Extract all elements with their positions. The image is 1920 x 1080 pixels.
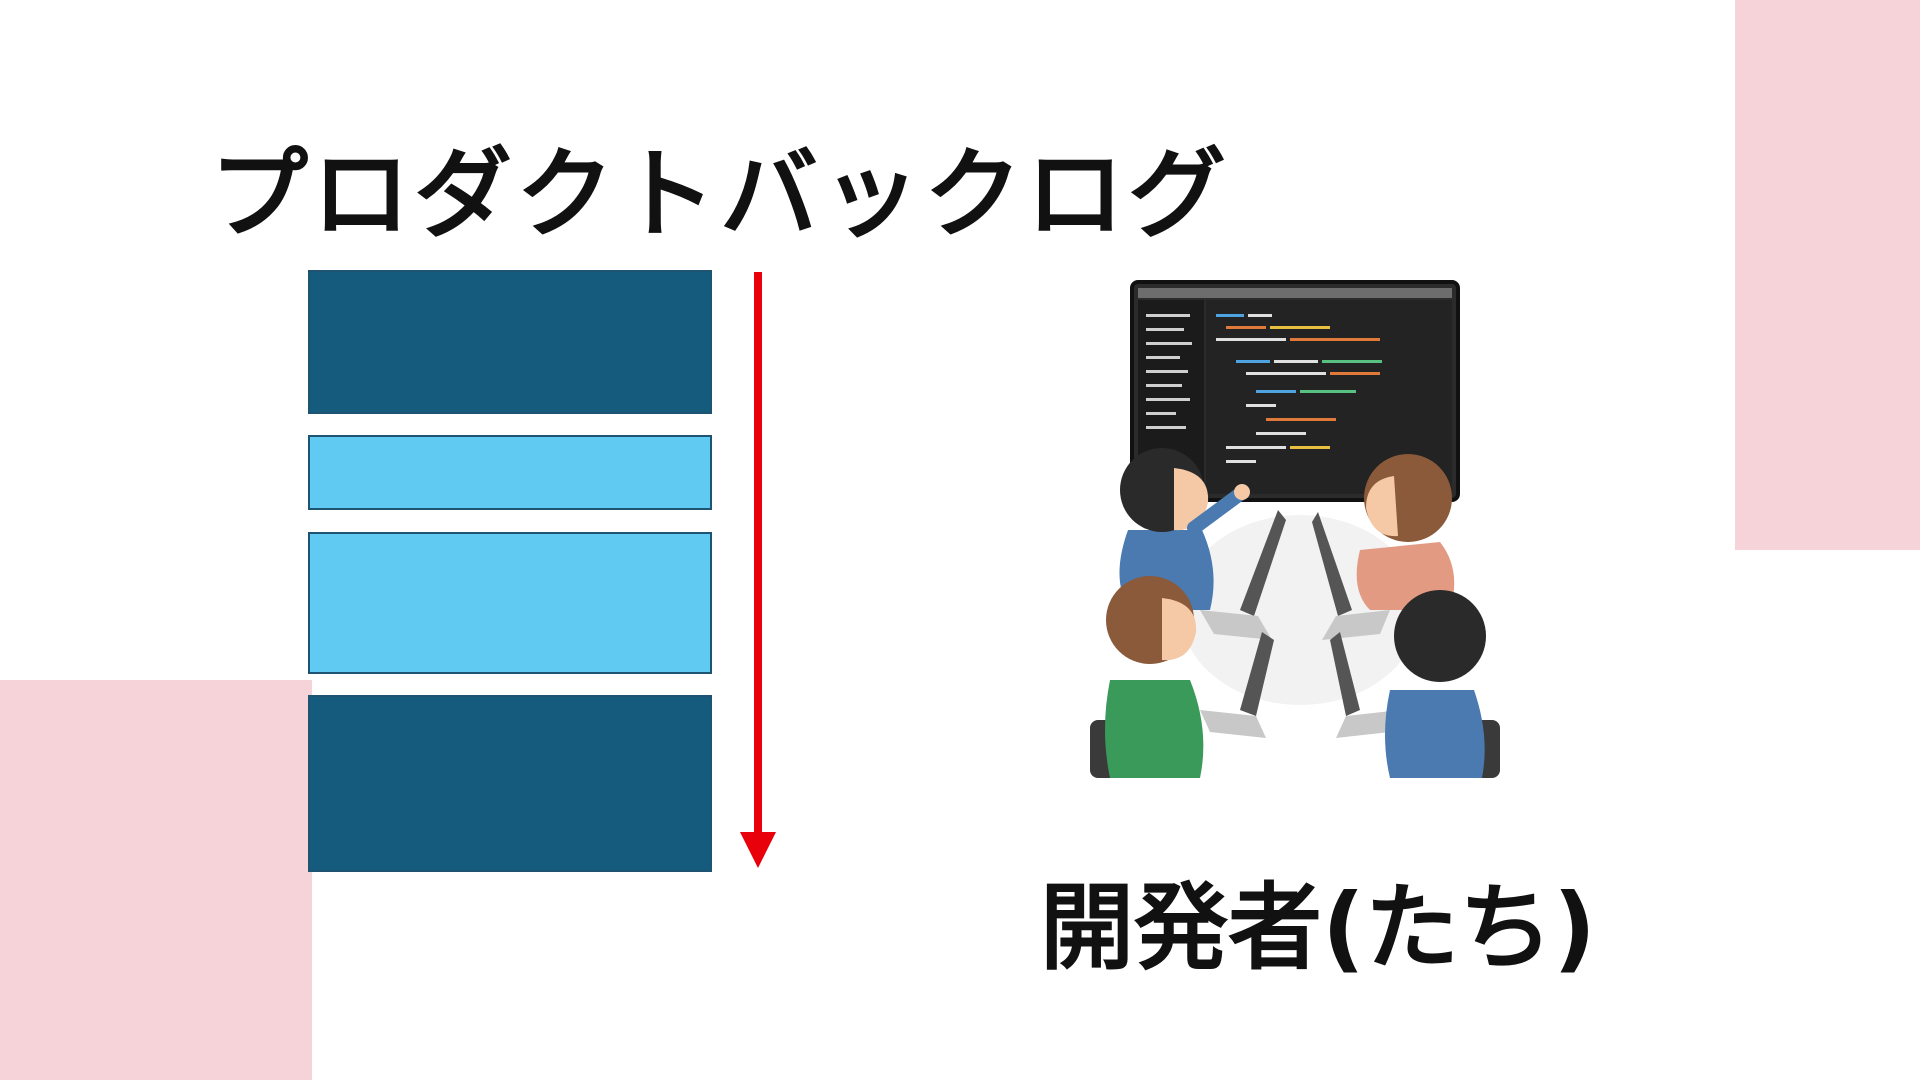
developer-person-icon	[1385, 590, 1486, 778]
decorative-pink-block-top-right	[1735, 0, 1920, 550]
product-backlog-stack	[308, 270, 716, 872]
developer-person-icon	[1105, 576, 1204, 778]
developer-team-illustration	[1090, 280, 1500, 778]
laptop-icon	[1330, 632, 1400, 738]
backlog-item	[308, 695, 712, 872]
developer-person-icon	[1356, 454, 1455, 610]
backlog-item	[308, 532, 712, 674]
developers-caption: 開発者(たち)	[1040, 874, 1596, 983]
backlog-item	[308, 270, 712, 414]
laptop-icon	[1200, 632, 1274, 738]
laptop-icon	[1200, 510, 1286, 640]
decorative-pink-block-bottom-left	[0, 680, 312, 1080]
slide-title: プロダクトバックログ	[210, 138, 1231, 252]
backlog-item	[308, 435, 712, 510]
developer-person-icon	[1119, 448, 1250, 610]
laptop-icon	[1312, 512, 1390, 640]
priority-down-arrow-icon	[740, 272, 776, 868]
